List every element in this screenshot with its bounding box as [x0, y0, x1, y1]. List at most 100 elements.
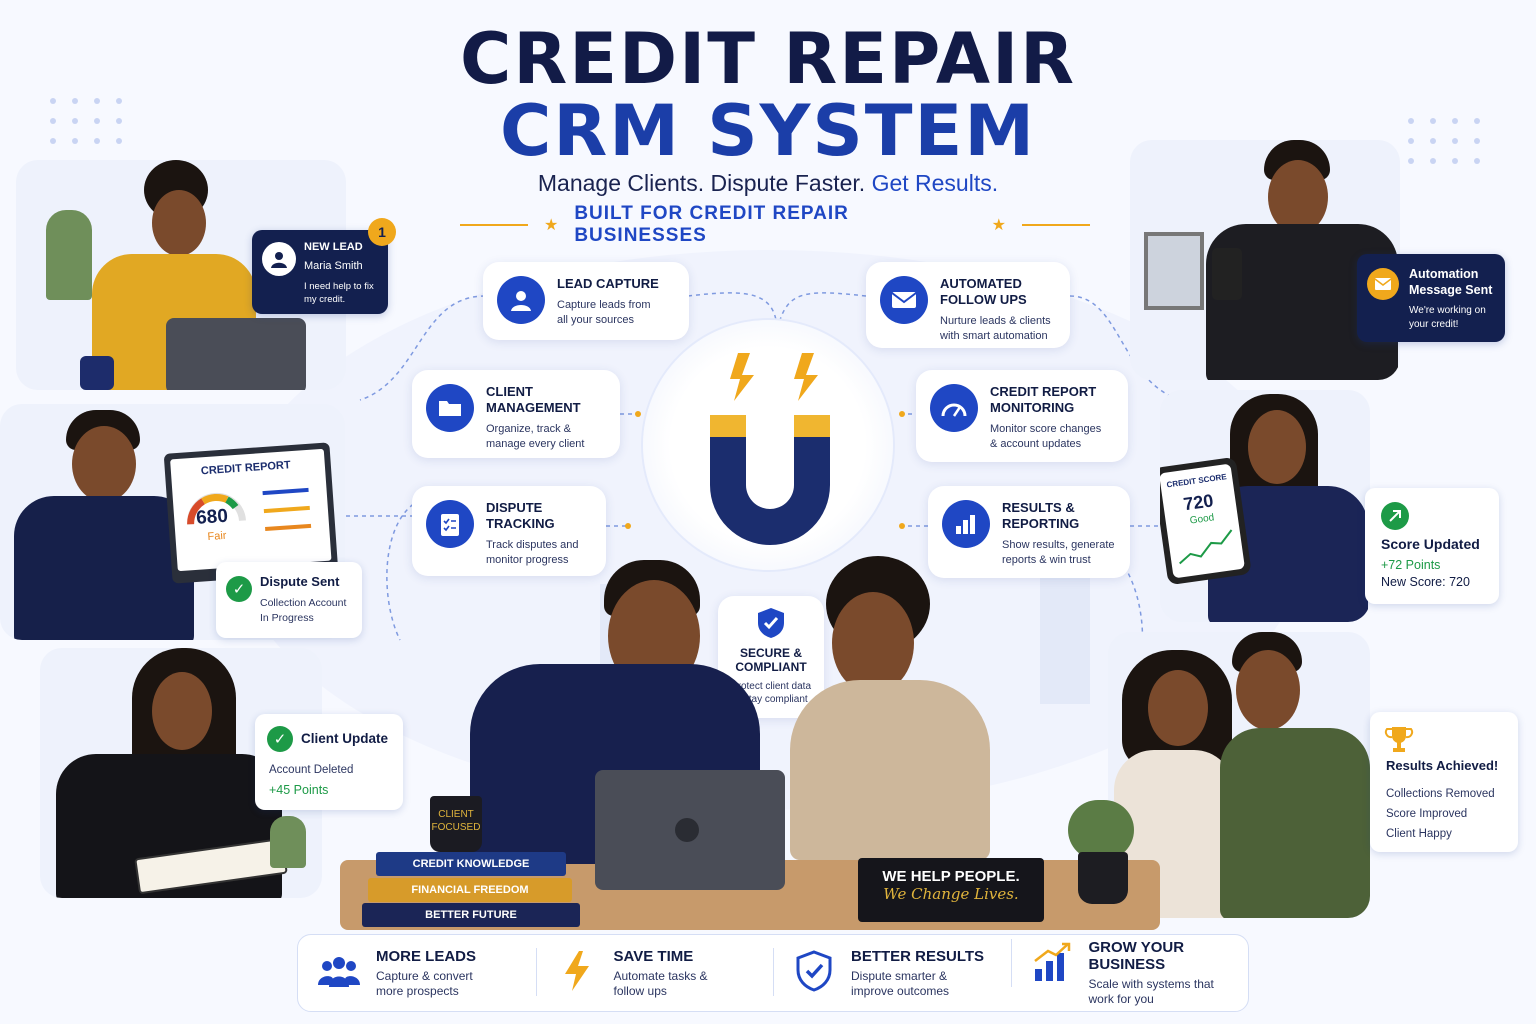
feature-title: DISPUTE TRACKING: [486, 500, 579, 532]
credit-score-value: 720: [1182, 490, 1215, 515]
envelope-icon: [880, 276, 928, 324]
feature-title: LEAD CAPTURE: [557, 276, 659, 291]
magnet-icon: [710, 353, 830, 545]
feature-title: RESULTS & REPORTING: [1002, 500, 1115, 532]
callout-message-line: We're working on: [1409, 305, 1486, 316]
decorative-dots: [50, 98, 124, 144]
callout-automation[interactable]: Automation Message Sent We're working on…: [1357, 254, 1505, 342]
notification-badge: 1: [368, 218, 396, 246]
bar-chart-icon: [942, 500, 990, 548]
benefit-more-leads[interactable]: MORE LEADS Capture & convert more prospe…: [298, 948, 536, 999]
benefit-title: SAVE TIME: [613, 947, 694, 965]
results-list: Collections Removed Score Improved Clien…: [1386, 784, 1495, 844]
feature-client-management[interactable]: CLIENT MANAGEMENT Organize, track & mana…: [412, 370, 620, 458]
laptop: [166, 318, 306, 390]
people-icon: [316, 948, 362, 994]
credit-score-value: 680: [195, 505, 229, 529]
feature-desc-line: all your sources: [557, 314, 635, 326]
benefit-grow-business[interactable]: GROW YOUR BUSINESS Scale with systems th…: [1010, 939, 1249, 1007]
person-head: [152, 190, 206, 256]
feature-lead-capture[interactable]: LEAD CAPTURE Capture leads from all your…: [483, 262, 689, 340]
benefit-desc-line: improve outcomes: [851, 983, 950, 998]
benefit-desc-line: Dispute smarter &: [851, 968, 948, 983]
feature-title-line: AUTOMATED: [940, 276, 1022, 291]
benefit-desc-line: work for you: [1088, 992, 1154, 1006]
monitor-screen: CREDIT REPORT 680 Fair: [170, 448, 332, 572]
feature-desc-line: Track disputes and: [486, 539, 579, 551]
person-head: [1148, 670, 1208, 746]
feature-desc: Nurture leads & clients with smart autom…: [940, 314, 1051, 344]
callout-results-achieved[interactable]: Results Achieved! Collections Removed Sc…: [1370, 712, 1518, 852]
built-for-banner: ★ BUILT FOR CREDIT REPAIR BUSINESSES ★: [460, 203, 1090, 246]
coffee-mug: CLIENT FOCUSED: [430, 796, 482, 852]
feature-title-line: CLIENT: [486, 384, 533, 399]
folder-icon: [426, 384, 474, 432]
book: BETTER FUTURE: [362, 903, 580, 927]
benefit-desc: Capture & convert more prospects: [376, 969, 476, 999]
callout-message: We're working on your credit!: [1409, 304, 1486, 332]
lightning-icon: [554, 948, 600, 994]
person-head: [832, 592, 914, 694]
person-head: [72, 426, 136, 502]
benefits-bar: MORE LEADS Capture & convert more prospe…: [297, 934, 1249, 1012]
divider: [460, 224, 528, 226]
book: CREDIT KNOWLEDGE: [376, 852, 566, 876]
feature-dispute-tracking[interactable]: DISPUTE TRACKING Track disputes and moni…: [412, 486, 606, 576]
feature-title-line: SECURE &: [739, 646, 802, 660]
tablet: CREDIT SCORE 720 Good: [1160, 456, 1252, 586]
callout-new-lead[interactable]: NEW LEAD Maria Smith I need help to fix …: [252, 218, 396, 314]
callout-detail: Collection Account In Progress: [260, 596, 346, 626]
feature-credit-report-monitoring[interactable]: CREDIT REPORT MONITORING Monitor score c…: [916, 370, 1128, 462]
feature-desc-line: Capture leads from: [557, 299, 651, 311]
feature-results-reporting[interactable]: RESULTS & REPORTING Show results, genera…: [928, 486, 1130, 578]
person-body: [1220, 728, 1370, 918]
credit-report-label: CREDIT REPORT: [200, 459, 292, 478]
feature-desc-line: Protect client data: [730, 681, 812, 692]
feature-title-line: CREDIT REPORT: [990, 384, 1097, 399]
feature-title-line: MANAGEMENT: [486, 400, 581, 415]
callout-detail: Account Deleted: [269, 764, 354, 776]
feature-automated-follow-ups[interactable]: AUTOMATED FOLLOW UPS Nurture leads & cli…: [866, 262, 1070, 348]
benefit-save-time[interactable]: SAVE TIME Automate tasks & follow ups: [535, 947, 774, 999]
plant: [270, 816, 306, 868]
callout-title: Dispute Sent: [260, 574, 340, 589]
user-icon: [497, 276, 545, 324]
callout-dispute-sent[interactable]: ✓ Dispute Sent Collection Account In Pro…: [216, 562, 362, 638]
feature-title: SECURE & COMPLIANT: [735, 646, 806, 674]
benefit-desc-line: Capture & convert: [376, 968, 473, 983]
city-skyline: [1040, 564, 1090, 704]
callout-detail-line: Collection Account: [260, 597, 347, 609]
feature-desc-line: Show results, generate: [1002, 539, 1115, 551]
feature-title-line: REPORTING: [1002, 516, 1080, 531]
callout-score-updated[interactable]: Score Updated +72 Points New Score: 720: [1365, 488, 1499, 604]
callout-title: NEW LEAD: [304, 241, 363, 253]
laptop: [595, 770, 785, 890]
callout-message-line: your credit!: [1409, 319, 1459, 330]
coffee-mug: [80, 356, 114, 390]
phone: [1212, 248, 1242, 300]
clipboard-check-icon: [426, 500, 474, 548]
credit-score-rating: Good: [1189, 512, 1215, 527]
trend-line-icon: [1179, 529, 1233, 565]
gauge-icon: [930, 384, 978, 432]
benefit-better-results[interactable]: BETTER RESULTS Dispute smarter & improve…: [773, 947, 1011, 999]
results-item: Collections Removed: [1386, 788, 1495, 800]
results-item: Client Happy: [1386, 828, 1452, 840]
feature-title-line: TRACKING: [486, 516, 555, 531]
feature-desc-line: manage every client: [486, 438, 585, 450]
update-points: +45 Points: [269, 783, 329, 797]
feature-title-line: RESULTS &: [1002, 500, 1075, 515]
benefit-title: BETTER RESULTS: [851, 947, 985, 965]
feature-desc-line: with smart automation: [940, 330, 1048, 342]
person-head: [152, 672, 212, 750]
desk-nameplate: WE HELP PEOPLE. We Change Lives.: [858, 858, 1044, 922]
score-points: +72 Points: [1381, 558, 1441, 572]
callout-client-update[interactable]: ✓ Client Update Account Deleted +45 Poin…: [255, 714, 403, 810]
trend-up-icon: [1381, 502, 1409, 530]
feature-desc-line: Organize, track &: [486, 423, 571, 435]
callout-title: Results Achieved!: [1386, 758, 1499, 773]
person-head: [1236, 650, 1300, 730]
picture-frame: [1144, 232, 1204, 310]
report-bar: [262, 487, 309, 496]
